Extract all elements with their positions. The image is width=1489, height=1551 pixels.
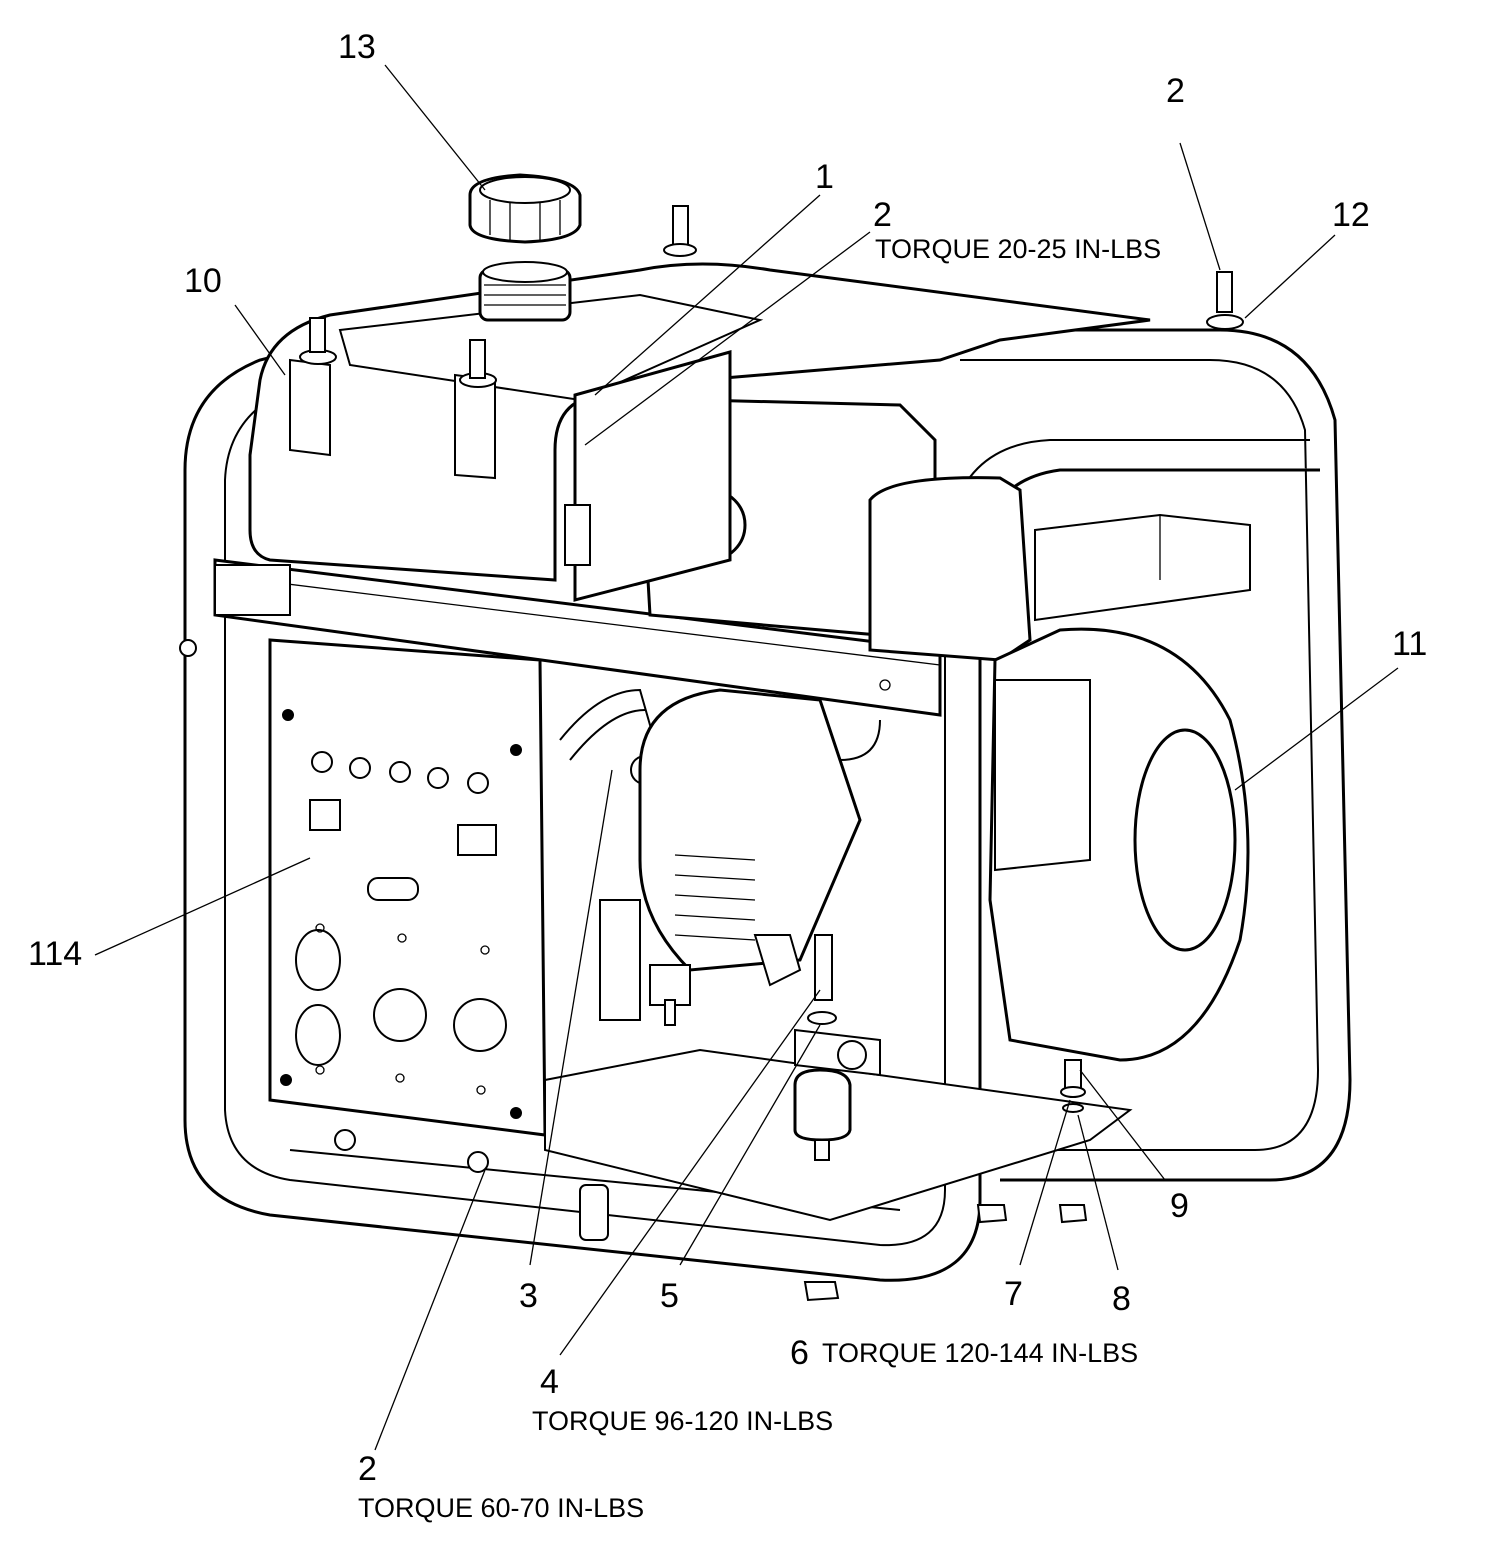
- torque-label-top: TORQUE 20-25 IN-LBS: [875, 234, 1161, 264]
- callout-10: 10: [184, 262, 222, 300]
- callout-13: 13: [338, 28, 376, 66]
- leader-lines: [94, 64, 1399, 1451]
- callout-11: 11: [1392, 625, 1427, 663]
- callout-9: 9: [1170, 1187, 1189, 1225]
- base-plate: [544, 271, 1244, 1302]
- callout-5: 5: [660, 1277, 679, 1315]
- callout-8: 8: [1112, 1280, 1131, 1318]
- callout-6: 6: [790, 1334, 809, 1372]
- callout-2-top: 2: [873, 196, 892, 234]
- callout-3: 3: [519, 1277, 538, 1315]
- engine: [559, 350, 1251, 1062]
- callout-labels: 13 1 2 2 12 10 11 114 9 7 8 3 5 6 4 2: [28, 28, 1427, 1488]
- callout-114: 114: [28, 935, 82, 973]
- callout-2-bottom: 2: [358, 1450, 377, 1488]
- torque-label-2: TORQUE 60-70 IN-LBS: [358, 1493, 644, 1523]
- callout-4: 4: [540, 1363, 559, 1401]
- callout-7: 7: [1004, 1275, 1023, 1313]
- torque-label-6: TORQUE 120-144 IN-LBS: [822, 1338, 1138, 1368]
- torque-label-4: TORQUE 96-120 IN-LBS: [532, 1406, 833, 1436]
- callout-12: 12: [1332, 196, 1370, 234]
- torque-labels: TORQUE 20-25 IN-LBS TORQUE 120-144 IN-LB…: [358, 234, 1161, 1523]
- fuel-cap: [468, 173, 582, 244]
- fuel-tank: [248, 205, 1151, 582]
- callout-2-right: 2: [1166, 72, 1185, 110]
- control-panel: [268, 638, 547, 1173]
- callout-1: 1: [815, 158, 834, 196]
- cross-bar: [179, 558, 942, 717]
